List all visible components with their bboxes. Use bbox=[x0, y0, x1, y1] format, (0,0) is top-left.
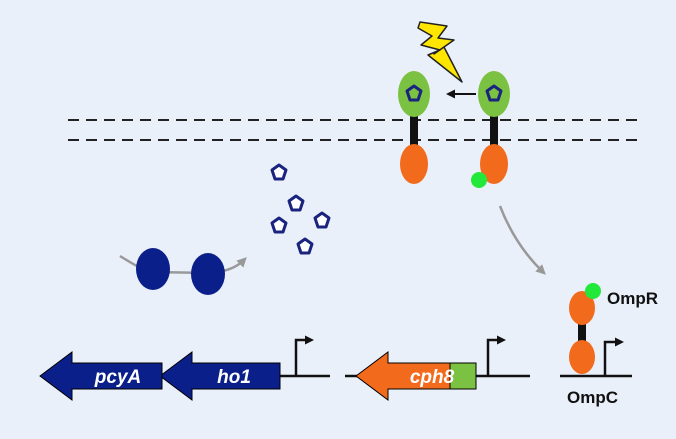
signal-arrow bbox=[498, 205, 546, 275]
pentagon-icon bbox=[270, 216, 288, 234]
gene-label-ho1: ho1 bbox=[217, 367, 251, 388]
gene-label-pcyA: pcyA bbox=[94, 367, 141, 388]
pentagon-icon bbox=[287, 194, 305, 212]
operon-left: ho1 pcyA bbox=[39, 335, 330, 401]
lightning-bolt-icon bbox=[417, 21, 463, 83]
gene-arrow-cph8: cph8 bbox=[355, 351, 477, 401]
promoter-bent-arrow-icon bbox=[486, 335, 506, 376]
ompr-label: OmpR bbox=[607, 289, 658, 308]
pentagon-icon bbox=[405, 84, 423, 102]
promoter-bent-arrow-icon bbox=[603, 337, 624, 376]
phosphate-circle-icon bbox=[585, 283, 601, 299]
receptor-right bbox=[471, 71, 510, 188]
receptor-left bbox=[398, 71, 430, 184]
operon-cph8: cph8 bbox=[345, 335, 530, 401]
gene-arrow-pcyA: pcyA bbox=[39, 351, 163, 401]
promoter-bent-arrow-icon bbox=[294, 335, 314, 376]
pentagon-icon bbox=[296, 237, 314, 255]
gene-label-cph8: cph8 bbox=[410, 367, 455, 388]
free-chromophores bbox=[270, 163, 331, 255]
pentagon-icon bbox=[270, 163, 288, 181]
phosphate-circle-icon bbox=[471, 172, 487, 188]
ompc-label: OmpC bbox=[567, 388, 618, 407]
enzyme-pair bbox=[119, 248, 247, 295]
ompc-promoter: OmpR OmpC bbox=[560, 283, 658, 407]
cell-membrane bbox=[68, 119, 640, 141]
pentagon-icon bbox=[313, 211, 331, 229]
gene-arrow-ho1: ho1 bbox=[159, 351, 281, 401]
pentagon-icon bbox=[485, 84, 503, 102]
